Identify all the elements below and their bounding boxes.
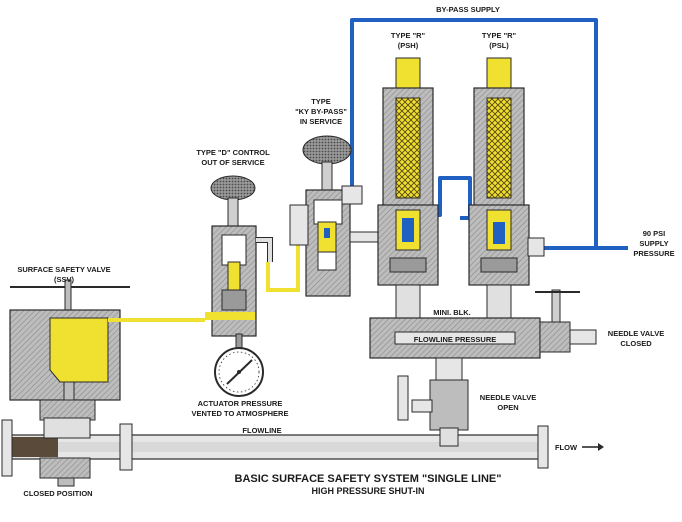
ky-label-line2: "KY BY-PASS" — [295, 107, 347, 116]
d-to-ky-line — [266, 238, 308, 292]
flow-label: FLOW — [555, 443, 578, 452]
needle-closed-label-line1: NEEDLE VALVE — [608, 329, 664, 338]
diagram-title-line1: BASIC SURFACE SAFETY SYSTEM "SINGLE LINE… — [235, 473, 502, 485]
supply-label-line1: 90 PSI — [643, 229, 666, 238]
arrow-right-icon — [582, 443, 604, 451]
ssv-label-line1: SURFACE SAFETY VALVE — [17, 265, 110, 274]
bypass-supply-label: BY-PASS SUPPLY — [436, 5, 500, 14]
type-d-label-line2: OUT OF SERVICE — [201, 158, 264, 167]
actuator-label-line1: ACTUATOR PRESSURE — [198, 399, 283, 408]
ky-label-line3: IN SERVICE — [300, 117, 342, 126]
supply-label-line3: PRESSURE — [633, 249, 674, 258]
needle-open-label-line1: NEEDLE VALVE — [480, 393, 536, 402]
needle-open-label-line2: OPEN — [497, 403, 518, 412]
ssv-label-line2: (SSV) — [54, 275, 75, 284]
supply-label-line2: SUPPLY — [639, 239, 668, 248]
mini-blk-label: MINI. BLK. — [433, 308, 471, 317]
needle-closed-label-line2: CLOSED — [620, 339, 652, 348]
type-d-control — [205, 175, 273, 346]
surface-safety-valve — [9, 279, 130, 487]
needle-valve-open — [397, 357, 469, 447]
gauge-icon — [214, 333, 264, 397]
ky-label-line1: TYPE — [311, 97, 331, 106]
actuator-label-line2: VENTED TO ATMOSPHERE — [192, 409, 289, 418]
type-ky-bypass — [289, 135, 381, 297]
flowline-label: FLOWLINE — [242, 426, 281, 435]
psh-label-line2: (PSH) — [398, 41, 419, 50]
psl-label-line2: (PSL) — [489, 41, 509, 50]
type-d-label-line1: TYPE "D" CONTROL — [196, 148, 270, 157]
type-r-psl — [468, 57, 545, 320]
diagram-title-line2: HIGH PRESSURE SHUT-IN — [311, 486, 424, 496]
type-r-psh — [377, 57, 439, 320]
flowline-pressure-label: FLOWLINE PRESSURE — [414, 335, 497, 344]
closed-position-label: CLOSED POSITION — [23, 489, 92, 498]
psh-label-line1: TYPE "R" — [391, 31, 426, 40]
psl-label-line1: TYPE "R" — [482, 31, 517, 40]
